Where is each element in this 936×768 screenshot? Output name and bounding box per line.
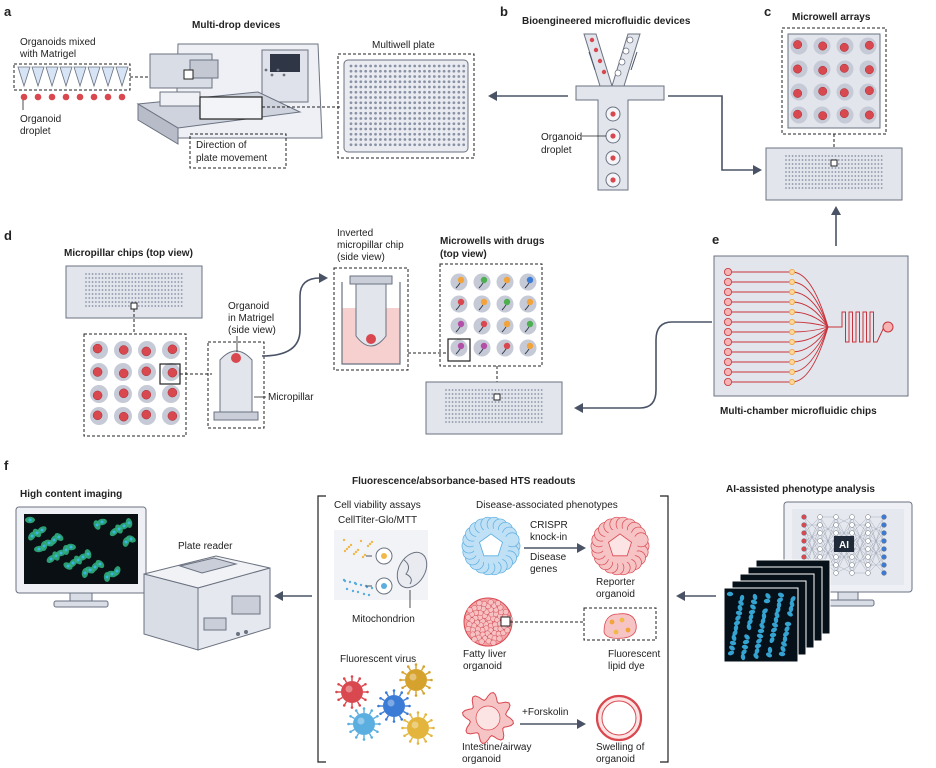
intestine-label-line2: organoid [462,754,501,765]
micropillar-side [219,350,253,413]
reporter-label-line2: organoid [596,589,635,600]
panel-a: a Multi-drop devices Organoids mixed wit… [4,4,475,169]
panel-e: e Multi-chamber microfluidic chips [712,232,909,417]
inverted-pillar [355,283,387,347]
crispr-label-line1: CRISPR [530,520,568,531]
channel-droplets [605,106,621,188]
dispenser-nozzles-box [13,63,131,91]
hts-bracket-right [660,495,669,763]
multidrop-machine [136,43,323,145]
organoid-label-line2: in Matrigel [228,313,274,324]
arrow-b-to-c [668,95,754,171]
intestine-label-line1: Intestine/airway [462,742,531,753]
panel-b-title: Bioengineered microfluidic devices [522,16,691,27]
movement-label-box [189,133,287,169]
dispenser-nozzles [17,66,129,88]
drugs-title-line1: Microwells with drugs [440,236,545,247]
panel-f: f High content imaging Plate reader Fluo… [4,458,913,765]
ai-title: AI-assisted phenotype analysis [726,484,875,495]
multiwell-plate-label: Multiwell plate [372,40,435,51]
droplet-label-line1: Organoid [20,114,61,125]
hts-title: Fluorescence/absorbance-based HTS readou… [352,476,576,487]
inverted-chip-box [333,267,409,371]
disease-genes-line2: genes [530,564,557,575]
multiwell-plate-box [337,53,475,159]
imaging-monitor [15,506,147,608]
panel-b: b Bioengineered microfluidic devices Org… [500,4,691,191]
inverted-label-line1: Inverted [337,228,373,239]
fatty-label-line2: organoid [463,661,502,672]
multi-chamber-channels [724,267,894,386]
reporter-organoid [590,516,650,576]
plate-reader-label: Plate reader [178,541,233,552]
micropillar-zoom-box [83,333,187,437]
mito-label: Mitochondrion [352,614,415,625]
ctg-label: CellTiter-Glo/MTT [338,515,417,526]
microwell-chip [765,147,903,201]
multi-chamber-chip [713,255,909,397]
organoid-droplets-row [20,93,126,101]
fatty-label-line1: Fatty liver [463,649,507,660]
drug-wells-box [439,263,543,367]
drug-well-chip [425,381,563,435]
panel-d: d Micropillar chips (top view) Organoid … [4,228,563,437]
lipid-zoom-box [583,607,657,641]
fluorescent-viruses [335,663,435,745]
panel-e-title: Multi-chamber microfluidic chips [720,406,877,417]
b-droplet-label-line1: Organoid [541,132,582,143]
micropillar-chips-title: Micropillar chips (top view) [64,248,193,259]
reporter-label-line1: Reporter [596,577,636,588]
hci-title: High content imaging [20,489,122,500]
panel-e-letter: e [712,232,719,247]
mitochondrion-icon [396,551,428,589]
panel-a-title: Multi-drop devices [192,20,281,31]
movement-label-line2: plate movement [196,153,267,164]
viability-title: Cell viability assays [334,500,421,511]
droplet-label-line2: droplet [20,126,51,137]
intestine-organoid [462,692,514,744]
panel-b-letter: b [500,4,508,19]
organoid-label-line1: Organoid [228,301,269,312]
b-droplet-label-line2: droplet [541,145,572,156]
panel-c-title: Microwell arrays [792,12,871,23]
drug-microwells [450,273,537,357]
arrow-pillar-to-inverted [261,277,321,357]
micropillar-label: Micropillar [268,392,314,403]
drugs-title-line2: (top view) [440,249,487,260]
inverted-label-line2: micropillar chip [337,240,404,251]
panel-a-letter: a [4,4,12,19]
mix-label-line1: Organoids mixed [20,37,96,48]
crispr-label-line2: knock-in [530,532,567,543]
arrow-e-to-d [582,321,712,409]
panel-c: c Microwell arrays [764,4,903,201]
nozzle-zoom-marker [183,69,194,80]
image-stack [723,559,831,663]
plate-reader [143,555,271,651]
organoid-label-line3: (side view) [228,325,276,336]
multiwell-plate-wells [349,64,466,147]
lipid-label-line1: Fluorescent [608,649,660,660]
swelling-label-line1: Swelling of [596,742,645,753]
micropillar-array [90,341,180,425]
ai-badge: AI [839,540,849,551]
microwell-array [790,37,877,124]
mix-label-line2: with Matrigel [19,49,76,60]
lipid-label-line2: lipid dye [608,661,645,672]
wildtype-organoid [461,516,521,576]
virus-label: Fluorescent virus [340,654,416,665]
swelling-label-line2: organoid [596,754,635,765]
hts-bracket-left [317,495,326,763]
disease-genes-line1: Disease [530,552,567,563]
pillar-side-box [207,341,265,429]
forskolin-label: +Forskolin [522,707,568,718]
inverted-label-line3: (side view) [337,252,385,263]
panel-d-letter: d [4,228,12,243]
panel-c-letter: c [764,4,771,19]
disease-title: Disease-associated phenotypes [476,500,618,511]
panel-f-letter: f [4,458,9,473]
movement-label-line1: Direction of [196,140,247,151]
fatty-liver-organoid [463,597,513,647]
